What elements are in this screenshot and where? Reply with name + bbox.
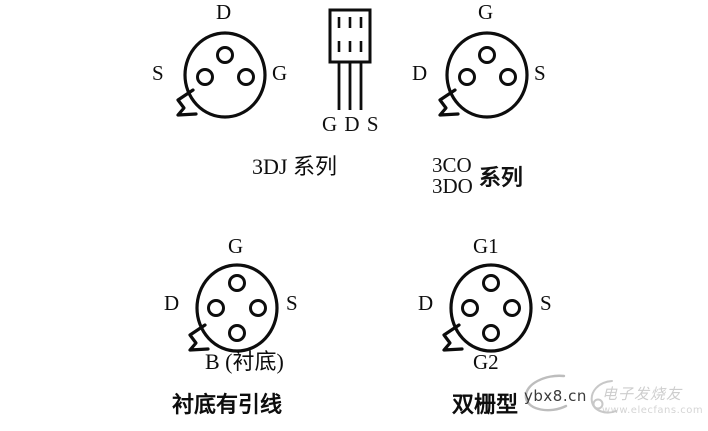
pin-label-dualgate-bottom: G2 bbox=[473, 350, 499, 374]
pin-label-dualgate-left: D bbox=[418, 291, 434, 315]
watermark-elecfans-name: 电子发烧友 bbox=[602, 385, 683, 403]
pin-label-substrate-bottom-text: B (衬底) bbox=[205, 349, 284, 374]
caption-substrate-lead: 衬底有引线 bbox=[172, 393, 283, 418]
watermark-elecfans-url: www.elecfans.com bbox=[602, 405, 704, 416]
watermark-elecfans: 电子发烧友 www.elecfans.com bbox=[602, 383, 703, 416]
caption-3co3do-suffix: 系列 bbox=[478, 166, 523, 191]
ybx-swoosh-icon bbox=[516, 372, 576, 418]
pin-label-3co3do-left: D bbox=[412, 61, 428, 85]
to92-lead-labels: G D S bbox=[322, 112, 380, 136]
pin-label-3dj-left: S bbox=[152, 61, 164, 85]
pin-label-3co3do-top: G bbox=[478, 0, 494, 24]
substrate-lead-outline-svg bbox=[188, 263, 279, 353]
diagram-to92 bbox=[322, 8, 392, 120]
pin-label-3co3do-right: S bbox=[534, 61, 546, 85]
dual-gate-outline-svg bbox=[442, 263, 533, 353]
diagram-dual-gate bbox=[436, 255, 546, 360]
pin-label-substrate-right: S bbox=[286, 291, 298, 315]
pin-label-dualgate-right: S bbox=[540, 291, 552, 315]
diagram-3dj bbox=[170, 22, 280, 122]
diagram-substrate-lead bbox=[182, 255, 292, 360]
pin-label-3dj-top: D bbox=[216, 0, 232, 24]
elecfans-logo-icon bbox=[588, 378, 620, 418]
caption-3dj: 3DJ 系列 bbox=[252, 154, 337, 179]
caption-3co3do-code-2: 3DO bbox=[432, 174, 473, 198]
pin-label-substrate-left: D bbox=[164, 291, 180, 315]
3dj-outline-svg bbox=[176, 31, 267, 119]
pin-label-dualgate-top: G1 bbox=[473, 234, 499, 258]
diagram-3co3do bbox=[432, 22, 542, 122]
to92-package-svg bbox=[328, 8, 372, 110]
caption-3co3do: 3CO 3DO 系列 bbox=[432, 155, 523, 197]
watermark-ybx: ybx8.cn bbox=[524, 387, 587, 405]
pin-label-3dj-right: G bbox=[272, 61, 288, 85]
caption-dual-gate: 双栅型 bbox=[452, 393, 519, 418]
pin-label-substrate-bottom: B (衬底) bbox=[205, 350, 284, 373]
3co3do-outline-svg bbox=[438, 31, 529, 119]
pin-label-substrate-top: G bbox=[228, 234, 244, 258]
caption-3co3do-code-1: 3CO bbox=[432, 153, 472, 177]
